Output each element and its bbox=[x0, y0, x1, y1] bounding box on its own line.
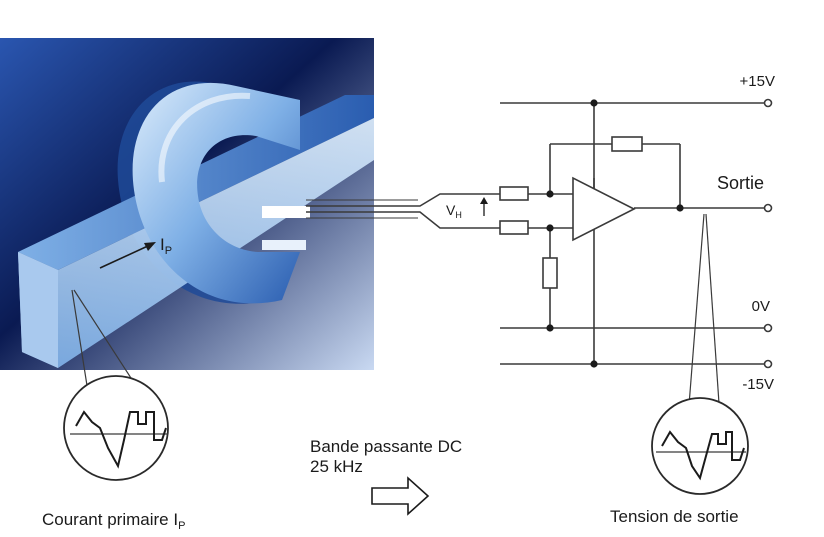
minus-supply-label: -15V bbox=[742, 376, 774, 393]
terminal-plus-15v bbox=[763, 98, 773, 108]
op-amp bbox=[572, 176, 636, 242]
terminal-output bbox=[763, 203, 773, 213]
terminal-minus-15v bbox=[763, 359, 773, 369]
amplifier-circuit bbox=[499, 102, 766, 419]
terminals bbox=[763, 98, 773, 369]
output-voltage-caption: Tension de sortie bbox=[610, 507, 739, 526]
conductor-bar-end bbox=[18, 252, 58, 368]
output-waveform-icon bbox=[651, 397, 749, 495]
input-resistor-bottom bbox=[499, 220, 529, 235]
current-arrow-icon bbox=[99, 242, 156, 269]
magnetic-core-ring bbox=[132, 82, 300, 304]
gap-edge bbox=[262, 240, 306, 250]
primary-current-caption: Courant primaire IP bbox=[42, 510, 185, 532]
input-resistor-top bbox=[499, 186, 529, 201]
terminal-zero-volt bbox=[763, 323, 773, 333]
ground-resistor bbox=[542, 257, 558, 289]
hall-signal-wires bbox=[306, 193, 500, 229]
hall-voltage-label: VH bbox=[446, 202, 462, 220]
ring-highlight bbox=[158, 92, 251, 183]
bandwidth-line2: 25 kHz bbox=[310, 457, 363, 476]
sensor-illustration: IP bbox=[0, 38, 374, 370]
hall-element bbox=[262, 206, 310, 218]
zero-volt-label: 0V bbox=[752, 298, 770, 315]
bandwidth-line1: Bande passante DC bbox=[310, 437, 462, 456]
current-label: IP bbox=[160, 235, 172, 257]
primary-callout bbox=[71, 289, 141, 393]
waveform-icon bbox=[63, 375, 169, 481]
output-label: Sortie bbox=[717, 173, 764, 193]
plus-supply-label: +15V bbox=[740, 73, 775, 90]
hollow-arrow-icon bbox=[371, 476, 430, 516]
hall-voltage-arrow-icon bbox=[480, 197, 488, 216]
junction-dots bbox=[546, 99, 684, 368]
feedback-resistor bbox=[611, 136, 643, 152]
